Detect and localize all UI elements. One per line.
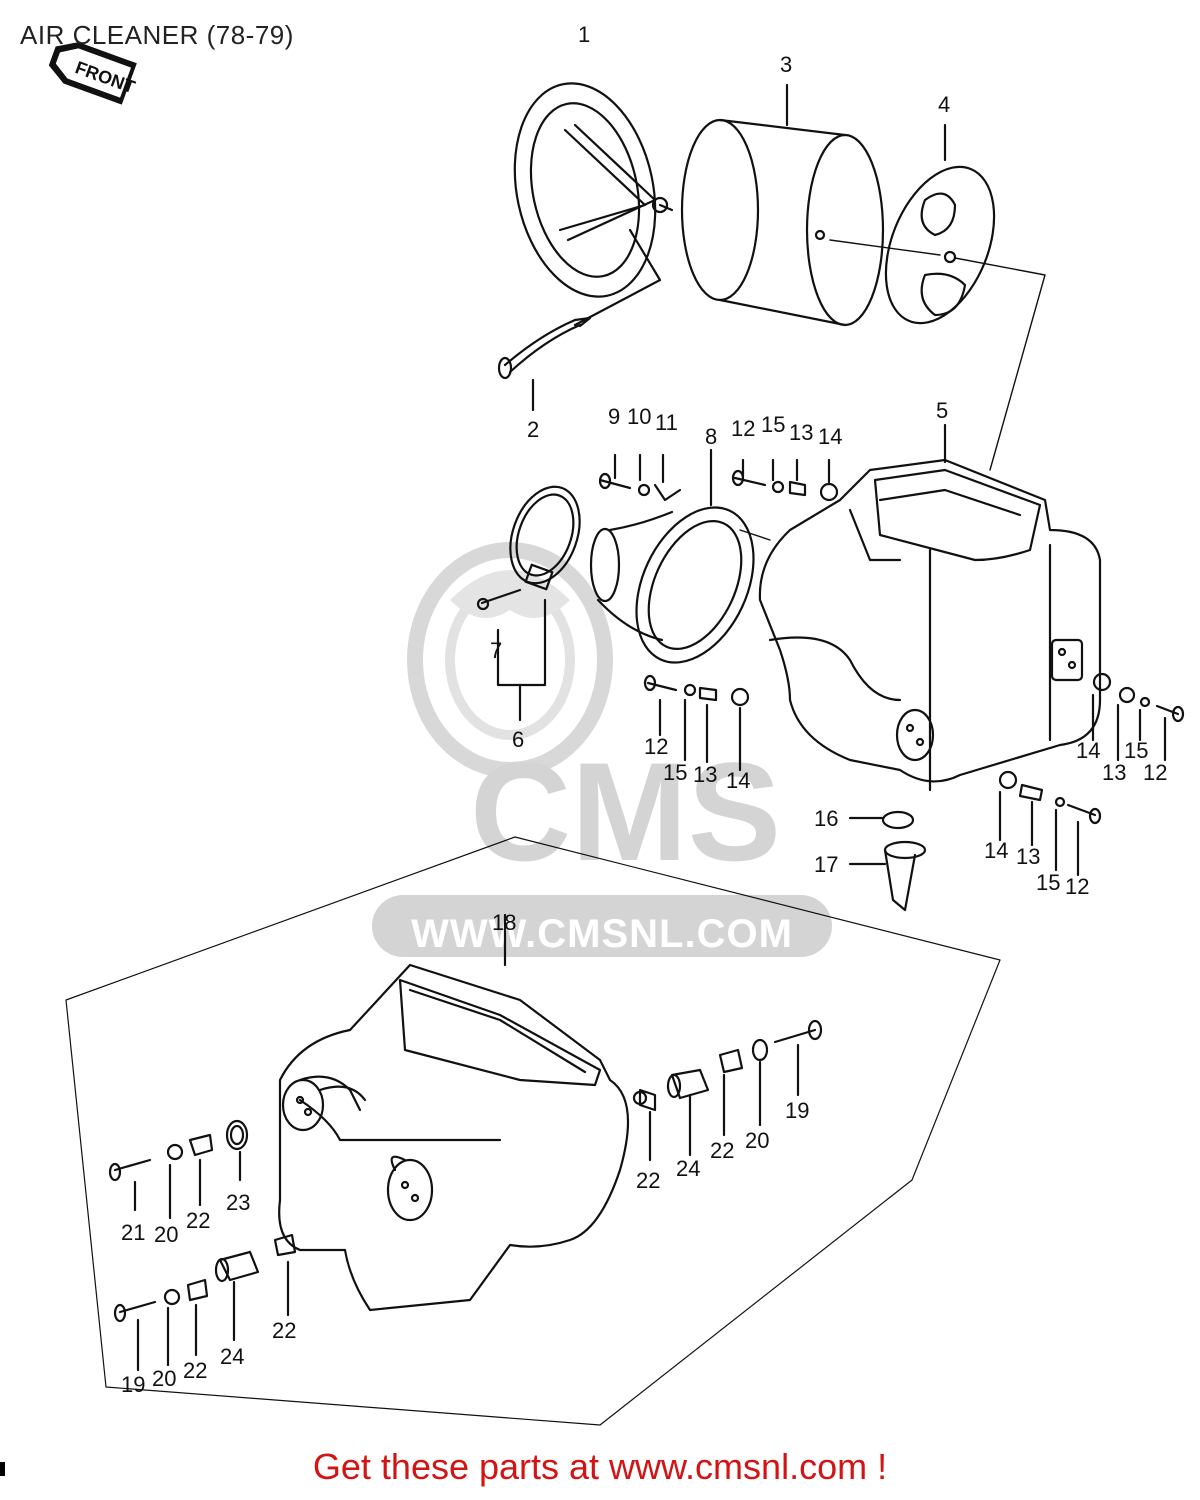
hardware-18-left-lower bbox=[113, 1233, 297, 1372]
part-18-side-cover bbox=[278, 913, 630, 1312]
group-outline-18 bbox=[65, 836, 1001, 1426]
callout-7: 7 bbox=[490, 638, 502, 663]
callout-2: 2 bbox=[527, 417, 539, 442]
callout-20b: 20 bbox=[154, 1222, 178, 1247]
callout-20c: 20 bbox=[152, 1366, 176, 1391]
hardware-18-right bbox=[632, 1019, 823, 1162]
callout-15d: 15 bbox=[1036, 870, 1060, 895]
callout-11: 11 bbox=[655, 410, 678, 435]
callout-24b: 24 bbox=[220, 1344, 244, 1369]
footer-cta-link[interactable]: Get these parts at www.cmsnl.com ! bbox=[312, 1446, 888, 1487]
callout-22b: 22 bbox=[636, 1168, 660, 1193]
watermark-url: WWW.CMSNL.COM bbox=[411, 912, 793, 956]
callout-16: 16 bbox=[814, 806, 838, 831]
callout-3: 3 bbox=[780, 52, 792, 77]
callout-12d: 12 bbox=[1065, 874, 1089, 899]
callout-14c: 14 bbox=[1076, 738, 1100, 763]
callout-12a: 12 bbox=[731, 416, 755, 441]
callout-13a: 13 bbox=[789, 420, 813, 445]
callout-labels: 1 2 3 4 5 6 7 8 9 10 11 12 15 13 14 12 1… bbox=[121, 22, 1167, 1397]
callout-13c: 13 bbox=[1102, 760, 1126, 785]
callout-18: 18 bbox=[492, 910, 516, 935]
hardware-middle-left bbox=[643, 674, 750, 772]
front-direction-badge: FRONT bbox=[48, 42, 138, 105]
callout-4: 4 bbox=[938, 92, 950, 117]
callout-22c: 22 bbox=[186, 1208, 210, 1233]
callout-13d: 13 bbox=[1016, 844, 1040, 869]
callout-15a: 15 bbox=[761, 412, 785, 437]
callout-22e: 22 bbox=[272, 1318, 296, 1343]
callout-13b: 13 bbox=[693, 762, 717, 787]
callout-22d: 22 bbox=[183, 1358, 207, 1383]
callout-9: 9 bbox=[608, 404, 620, 429]
callout-17: 17 bbox=[814, 852, 838, 877]
page-title: AIR CLEANER (78-79) bbox=[20, 20, 294, 50]
callout-22a: 22 bbox=[710, 1138, 734, 1163]
callout-14a: 14 bbox=[818, 424, 842, 449]
callout-20a: 20 bbox=[745, 1128, 769, 1153]
part-2-pin bbox=[497, 316, 592, 412]
callout-15c: 15 bbox=[1124, 738, 1148, 763]
callout-21: 21 bbox=[121, 1220, 145, 1245]
hardware-18-left-upper bbox=[108, 1119, 249, 1220]
corner-mark bbox=[0, 1462, 5, 1476]
callout-24a: 24 bbox=[676, 1156, 700, 1181]
part-1-cover bbox=[513, 82, 674, 327]
callout-12b: 12 bbox=[644, 734, 668, 759]
part-6-hose-clamp bbox=[476, 485, 581, 722]
callout-19b: 19 bbox=[121, 1372, 145, 1397]
callout-1: 1 bbox=[578, 22, 590, 47]
part-3-filter-element bbox=[680, 83, 885, 327]
part-8-duct bbox=[589, 448, 771, 664]
hardware-top bbox=[598, 453, 839, 502]
callout-10: 10 bbox=[627, 404, 651, 429]
callout-12c: 12 bbox=[1143, 760, 1167, 785]
callout-5: 5 bbox=[936, 398, 948, 423]
callout-19a: 19 bbox=[785, 1098, 809, 1123]
callout-14b: 14 bbox=[726, 768, 750, 793]
callout-6: 6 bbox=[512, 727, 524, 752]
part-16-17-drain bbox=[848, 810, 927, 912]
callout-8: 8 bbox=[705, 424, 717, 449]
part-4-end-plate bbox=[829, 123, 1046, 471]
hardware-right-upper bbox=[1091, 672, 1185, 762]
callout-15b: 15 bbox=[663, 760, 687, 785]
callout-23: 23 bbox=[226, 1190, 250, 1215]
hardware-right-lower bbox=[998, 770, 1102, 877]
callout-14d: 14 bbox=[984, 838, 1008, 863]
part-5-housing bbox=[758, 423, 1102, 792]
